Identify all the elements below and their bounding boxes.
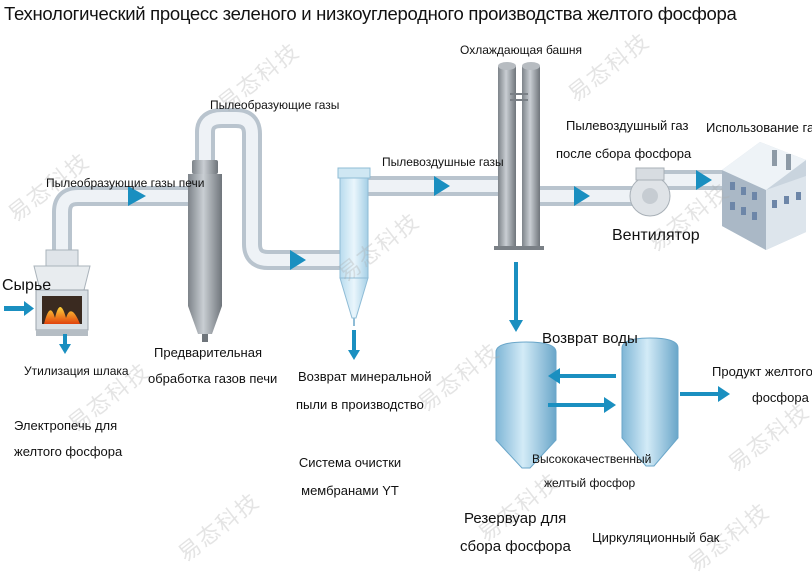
- arrow-right-icon: [574, 186, 590, 206]
- arrow-right-icon: [434, 176, 450, 196]
- label-furnace-gas: Пылеобразующие газы печи: [46, 176, 205, 190]
- label-reservoir-line1: Резервуар для: [464, 510, 567, 527]
- arrow-down-icon: [348, 350, 360, 360]
- arrow-right-icon: [24, 301, 34, 316]
- label-circulation-tank: Циркуляционный бак: [592, 530, 720, 545]
- label-air-gas: Пылевоздушные газы: [382, 155, 504, 169]
- label-membrane-line2: мембранами YT: [301, 483, 399, 498]
- label-cooling-tower: Охлаждающая башня: [460, 43, 582, 57]
- label-membrane-line1: Система очистки: [298, 455, 402, 470]
- arrow-right-icon: [718, 386, 730, 402]
- arrow-right-icon: [290, 250, 306, 270]
- label-furnace-line2: желтого фосфора: [14, 444, 123, 459]
- label-furnace-line1: Электропечь для: [14, 418, 118, 433]
- pipe-furnace-to-pretreat: [52, 186, 208, 272]
- pipe-network: [52, 108, 740, 272]
- circulation-tank: [621, 337, 679, 467]
- phosphorus-reservoir-tank: [495, 341, 557, 469]
- label-gas-use: Использование газа: [706, 120, 812, 135]
- gas-utilization-plant: [722, 142, 806, 250]
- pretreatment-column: [188, 160, 222, 342]
- arrow-down-icon: [59, 344, 71, 354]
- label-raw-material: Сырье: [2, 277, 52, 294]
- label-dust-gas: Пылеобразующие газы: [210, 98, 340, 112]
- label-pretreatment-line2: обработка газов печи: [148, 371, 278, 386]
- diagram-title: Технологический процесс зеленого и низко…: [4, 3, 737, 24]
- cooling-tower: [494, 62, 544, 250]
- label-after-gas-line1: Пылевоздушный газ: [566, 118, 689, 133]
- membrane-filter-cyclone: [337, 167, 371, 326]
- arrow-right-icon: [696, 170, 712, 190]
- arrow-left-icon: [548, 368, 560, 384]
- arrow-right-icon: [128, 186, 146, 206]
- label-slag-utilization: Утилизация шлака: [24, 364, 129, 378]
- label-mineral-line2: пыли в производство: [296, 397, 424, 412]
- label-after-gas-line2: после сбора фосфора: [556, 146, 692, 161]
- ventilator-fan: [629, 167, 671, 217]
- flow-arrows: [4, 170, 730, 413]
- label-reservoir-line2: сбора фосфора: [460, 538, 571, 555]
- arrow-down-icon: [509, 320, 523, 332]
- label-fan: Вентилятор: [612, 227, 700, 244]
- label-hq-line2: желтый фосфор: [544, 476, 636, 490]
- electric-furnace: [33, 249, 91, 336]
- label-product-line2: фосфора: [752, 390, 809, 405]
- label-hq-line1: Высококачественный: [532, 452, 652, 466]
- pipe-pretreat-overhead: [195, 108, 356, 270]
- label-pretreatment-line1: Предварительная: [154, 345, 262, 360]
- label-mineral-line1: Возврат минеральной: [298, 369, 432, 384]
- arrow-right-icon: [604, 397, 616, 413]
- label-product-line1: Продукт желтого: [712, 364, 812, 379]
- label-water-return: Возврат воды: [542, 330, 638, 347]
